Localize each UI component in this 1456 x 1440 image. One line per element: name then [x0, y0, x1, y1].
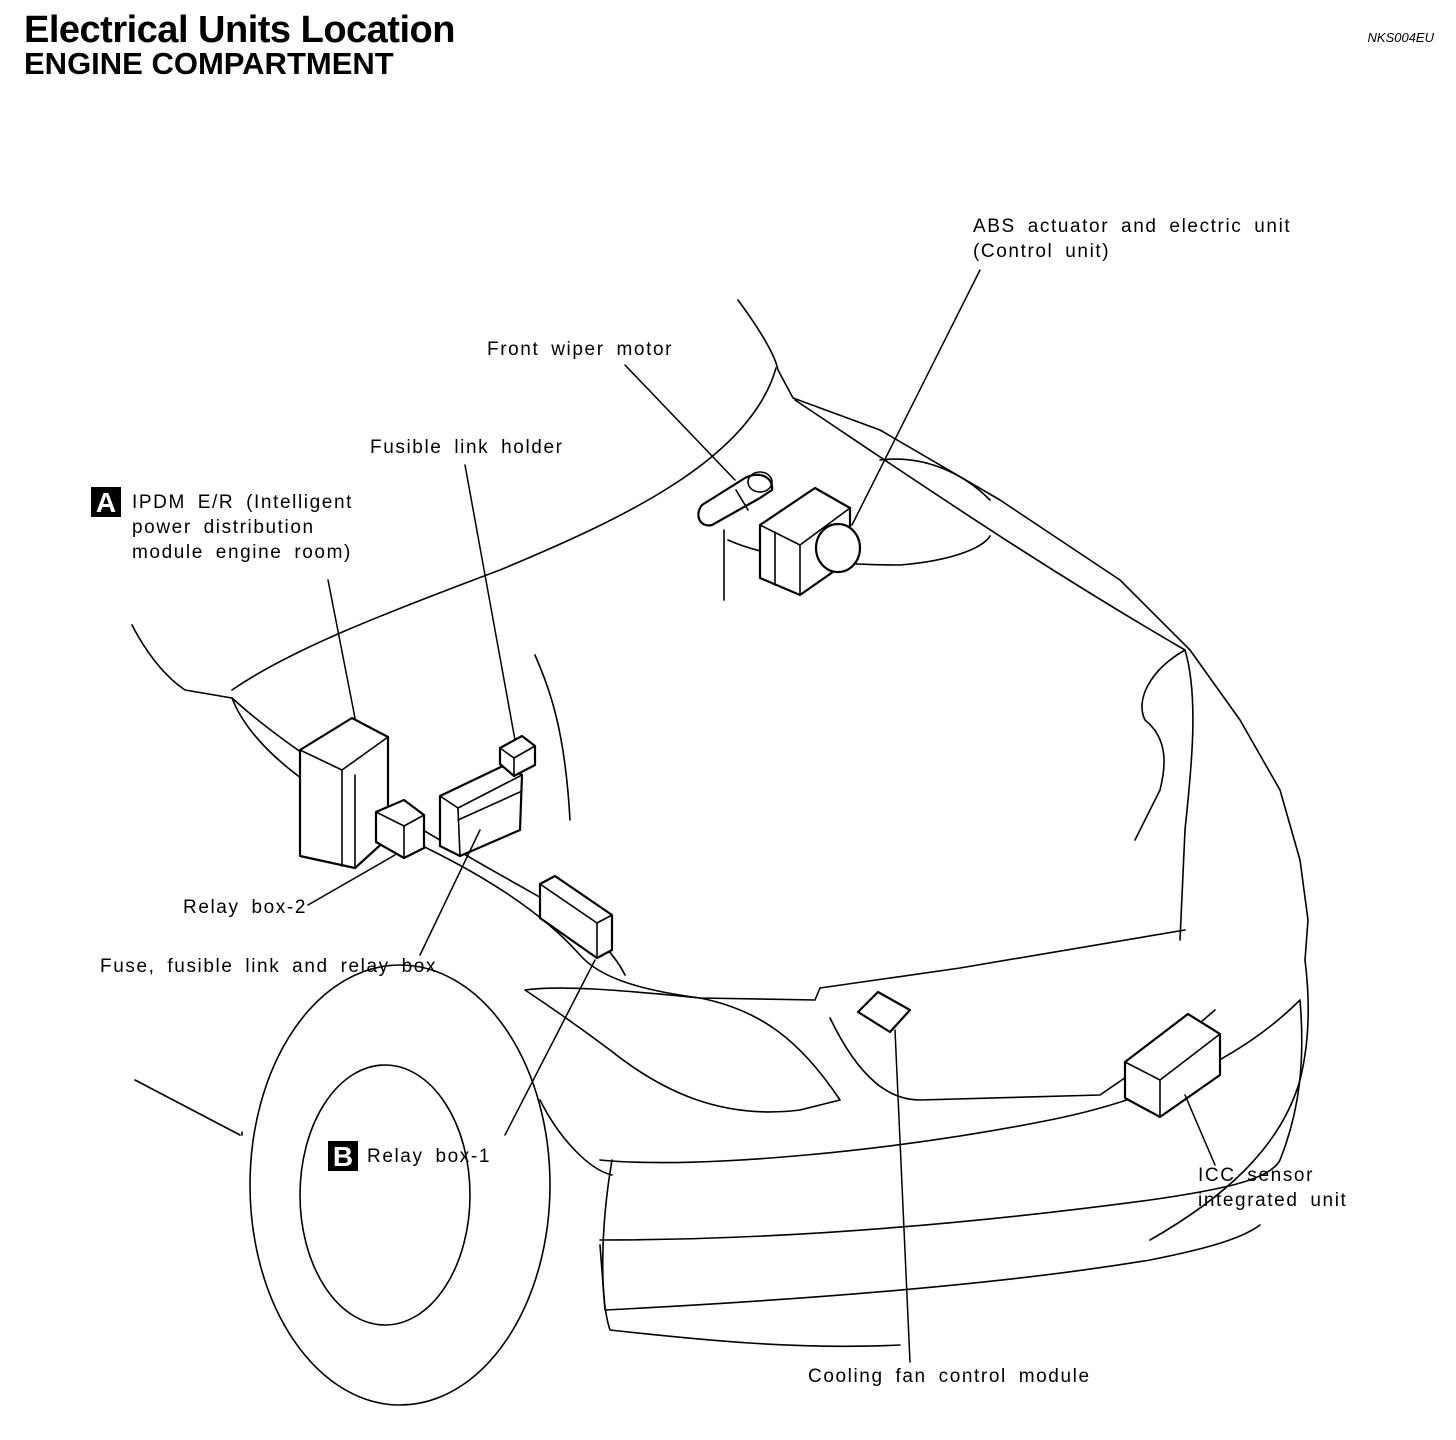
hood-front-edge [231, 697, 1186, 1001]
label-cooling-fan: Cooling fan control module [808, 1366, 1091, 1387]
abs-actuator [758, 486, 862, 597]
label-front-wiper-motor: Front wiper motor [487, 339, 674, 360]
cooling-fan-module [856, 990, 912, 1034]
bumper-lower [599, 1159, 1281, 1241]
label-fuse-relay-box: Fuse, fusible link and relay box [100, 956, 438, 977]
label-icc-sensor: ICC sensor integrated unit [1198, 1165, 1348, 1211]
hood-right-edge [794, 399, 1194, 941]
page-title: Electrical Units Location [24, 9, 455, 51]
leader-lines [307, 269, 1216, 1363]
label-fusible-link-holder: Fusible link holder [370, 437, 564, 458]
ipdm-box [298, 716, 390, 870]
front-wheel [134, 964, 613, 1406]
fuse-relay-box [438, 763, 524, 858]
cowl-line [534, 654, 571, 821]
label-abs-actuator: ABS actuator and electric unit (Control … [973, 216, 1292, 262]
relay-box-1 [538, 874, 614, 960]
bumper-upper [599, 999, 1303, 1164]
fusible-link-holder [498, 734, 537, 778]
hood-crease [879, 458, 991, 501]
engine-bay-line [727, 535, 991, 566]
badge-b: B [328, 1141, 358, 1172]
headlight-left [524, 987, 841, 1113]
front-wiper-motor [697, 471, 774, 527]
label-relay-box-2: Relay box-2 [183, 897, 307, 918]
bumper-inlet [599, 1224, 1261, 1311]
windshield-frame [737, 299, 1309, 961]
label-ipdm: IPDM E/R (Intelligent power distribution… [132, 492, 353, 563]
hood-rear-edge [131, 624, 233, 699]
windshield-line [231, 367, 777, 691]
figure-reference: NKS004EU [1367, 30, 1434, 45]
page-subtitle: ENGINE COMPARTMENT [24, 46, 394, 81]
label-relay-box-1: Relay box-1 [367, 1146, 491, 1167]
front-right-side [1149, 959, 1310, 1241]
front-lower-edge [601, 1159, 901, 1348]
badge-a: A [91, 487, 121, 518]
strut-right [1134, 649, 1186, 841]
relay-box-2 [374, 798, 426, 860]
grille [829, 1009, 1216, 1101]
icc-sensor-unit [1123, 1012, 1222, 1119]
